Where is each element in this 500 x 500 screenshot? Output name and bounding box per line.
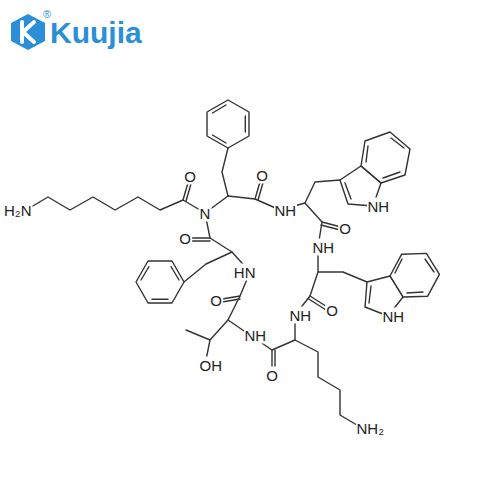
amide-nh: NH <box>289 307 313 324</box>
carbonyl-bonds <box>183 175 345 375</box>
phenyl-ring <box>136 261 184 303</box>
amide-nh: NH <box>312 239 336 256</box>
amide-nh: NH <box>244 327 268 344</box>
oxygen-atom: O <box>209 292 223 309</box>
oxygen-atom: O <box>178 230 192 247</box>
aminoheptanoyl-chain <box>26 197 205 213</box>
phenyl-double-bonds <box>213 105 246 143</box>
phenyl-double-bonds <box>141 267 179 300</box>
amine-group: H₂N <box>3 202 33 219</box>
oxygen-atom: O <box>183 168 197 185</box>
nitrogen-atom: N <box>199 205 212 222</box>
oxygen-atom: O <box>265 367 279 384</box>
amine-group: NH₂ <box>356 420 386 437</box>
indole-nh: NH <box>382 308 406 325</box>
hydroxyl-group: OH <box>199 357 224 374</box>
oxygen-atom: O <box>338 220 352 237</box>
phenyl-ring <box>207 100 249 148</box>
indole-double-bonds <box>369 259 434 303</box>
amide-nh: HN <box>233 264 257 281</box>
oxygen-atom: O <box>255 167 269 184</box>
indole-nh: NH <box>367 198 391 215</box>
logo-hexagon <box>11 14 45 50</box>
oxygen-atom: O <box>325 302 339 319</box>
brand-watermark: Kuujia <box>50 16 142 50</box>
logo-mark <box>22 22 34 42</box>
indole-double-bonds <box>345 138 404 199</box>
indole-benzene-ring <box>361 132 410 183</box>
logo-icon <box>11 14 45 50</box>
indole-benzene-ring <box>390 253 439 297</box>
registered-mark: ® <box>43 8 51 20</box>
amide-nh: NH <box>274 202 298 219</box>
side-chains <box>184 148 367 428</box>
